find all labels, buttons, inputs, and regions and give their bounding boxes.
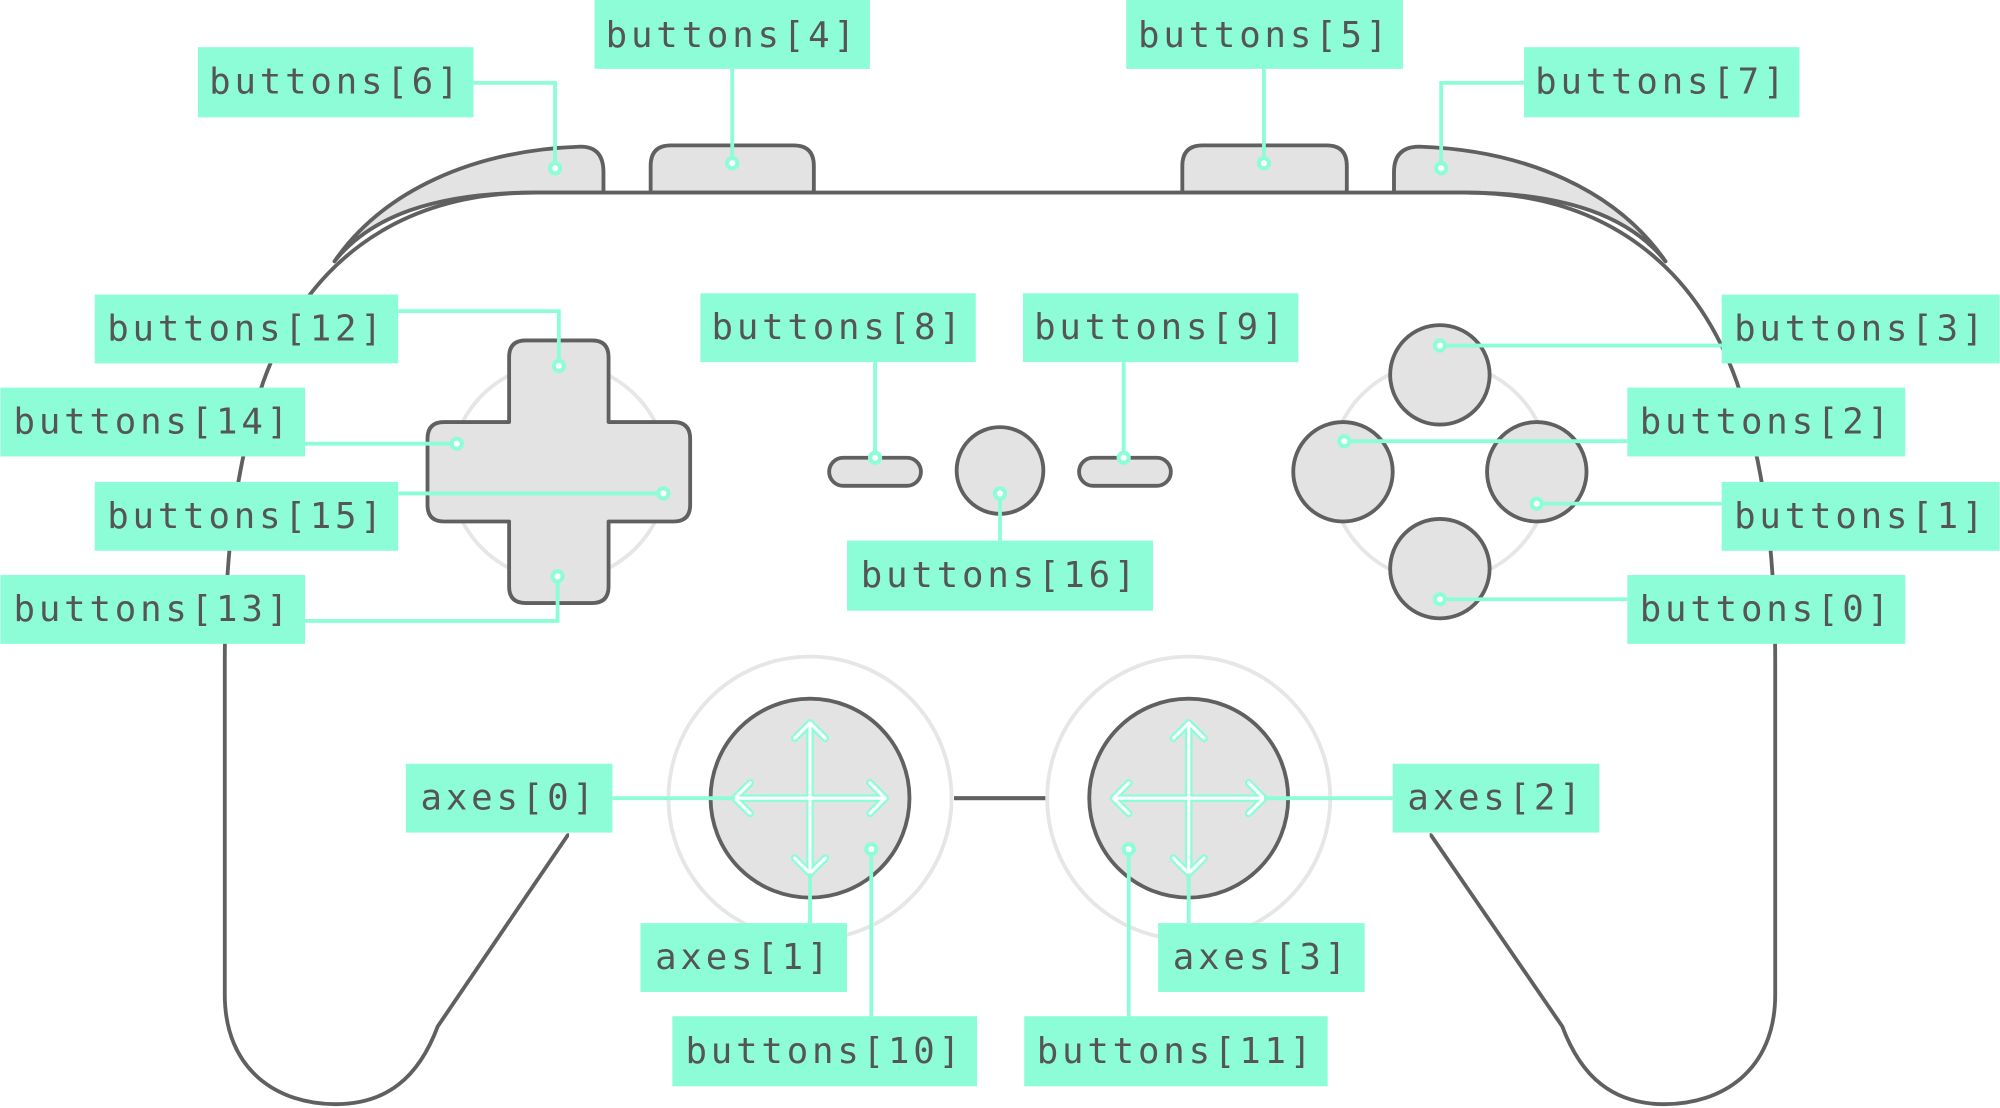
label-axes-3: axes[3] (1158, 923, 1365, 992)
label-buttons-16: buttons[16] (846, 540, 1154, 611)
svg-text:buttons[4]: buttons[4] (606, 15, 859, 56)
face-button-left (1291, 420, 1395, 524)
label-buttons-1: buttons[1] (1721, 481, 2000, 551)
svg-text:buttons[15]: buttons[15] (107, 496, 385, 537)
svg-text:buttons[8]: buttons[8] (712, 307, 965, 348)
face-button-top (1388, 323, 1492, 427)
label-buttons-8: buttons[8] (700, 293, 976, 363)
label-buttons-2: buttons[2] (1627, 387, 1906, 457)
label-buttons-4: buttons[4] (594, 0, 870, 69)
svg-text:buttons[0]: buttons[0] (1640, 589, 1893, 630)
label-axes-2: axes[2] (1392, 763, 1600, 833)
right-stick-arrows-icon (1109, 719, 1268, 878)
shoulder-controls (332, 143, 1668, 264)
label-buttons-6: buttons[6] (198, 47, 474, 118)
svg-text:buttons[5]: buttons[5] (1138, 15, 1391, 56)
dpad (425, 338, 693, 606)
svg-text:buttons[3]: buttons[3] (1734, 308, 1987, 349)
label-buttons-5: buttons[5] (1126, 0, 1403, 69)
label-axes-0: axes[0] (405, 763, 613, 833)
label-buttons-11: buttons[11] (1024, 1016, 1328, 1087)
label-axes-1: axes[1] (640, 923, 847, 992)
svg-text:axes[0]: axes[0] (421, 778, 598, 819)
label-buttons-3: buttons[3] (1721, 294, 2000, 364)
left-trigger (332, 144, 606, 264)
svg-text:buttons[6]: buttons[6] (209, 62, 462, 103)
svg-text:axes[3]: axes[3] (1173, 937, 1350, 978)
face-button-bottom (1388, 517, 1492, 621)
label-buttons-10: buttons[10] (672, 1016, 978, 1087)
anchor-dots (449, 156, 1544, 857)
leader-lines (305, 68, 1722, 1017)
dpad-cross (425, 338, 693, 606)
right-trigger (1392, 144, 1668, 264)
svg-text:buttons[2]: buttons[2] (1640, 402, 1893, 443)
svg-text:buttons[11]: buttons[11] (1037, 1031, 1315, 1072)
label-buttons-12: buttons[12] (94, 294, 399, 364)
svg-text:buttons[12]: buttons[12] (107, 308, 385, 349)
controller-body (222, 190, 1778, 1107)
svg-text:buttons[13]: buttons[13] (14, 589, 292, 630)
svg-text:buttons[1]: buttons[1] (1734, 496, 1987, 537)
label-buttons-14: buttons[14] (0, 387, 306, 457)
label-buttons-15: buttons[15] (94, 481, 399, 551)
svg-text:axes[1]: axes[1] (655, 937, 832, 978)
label-buttons-13: buttons[13] (0, 575, 306, 644)
label-buttons-0: buttons[0] (1627, 575, 1906, 644)
svg-text:buttons[10]: buttons[10] (685, 1031, 963, 1072)
svg-text:buttons[14]: buttons[14] (14, 402, 292, 443)
svg-text:buttons[9]: buttons[9] (1034, 307, 1287, 348)
label-buttons-9: buttons[9] (1022, 293, 1299, 363)
svg-text:buttons[7]: buttons[7] (1535, 62, 1788, 103)
face-button-right (1485, 420, 1589, 524)
face-buttons (1291, 323, 1589, 621)
svg-text:axes[2]: axes[2] (1407, 778, 1584, 819)
svg-text:buttons[16]: buttons[16] (861, 555, 1139, 596)
label-buttons-7: buttons[7] (1524, 47, 1800, 118)
